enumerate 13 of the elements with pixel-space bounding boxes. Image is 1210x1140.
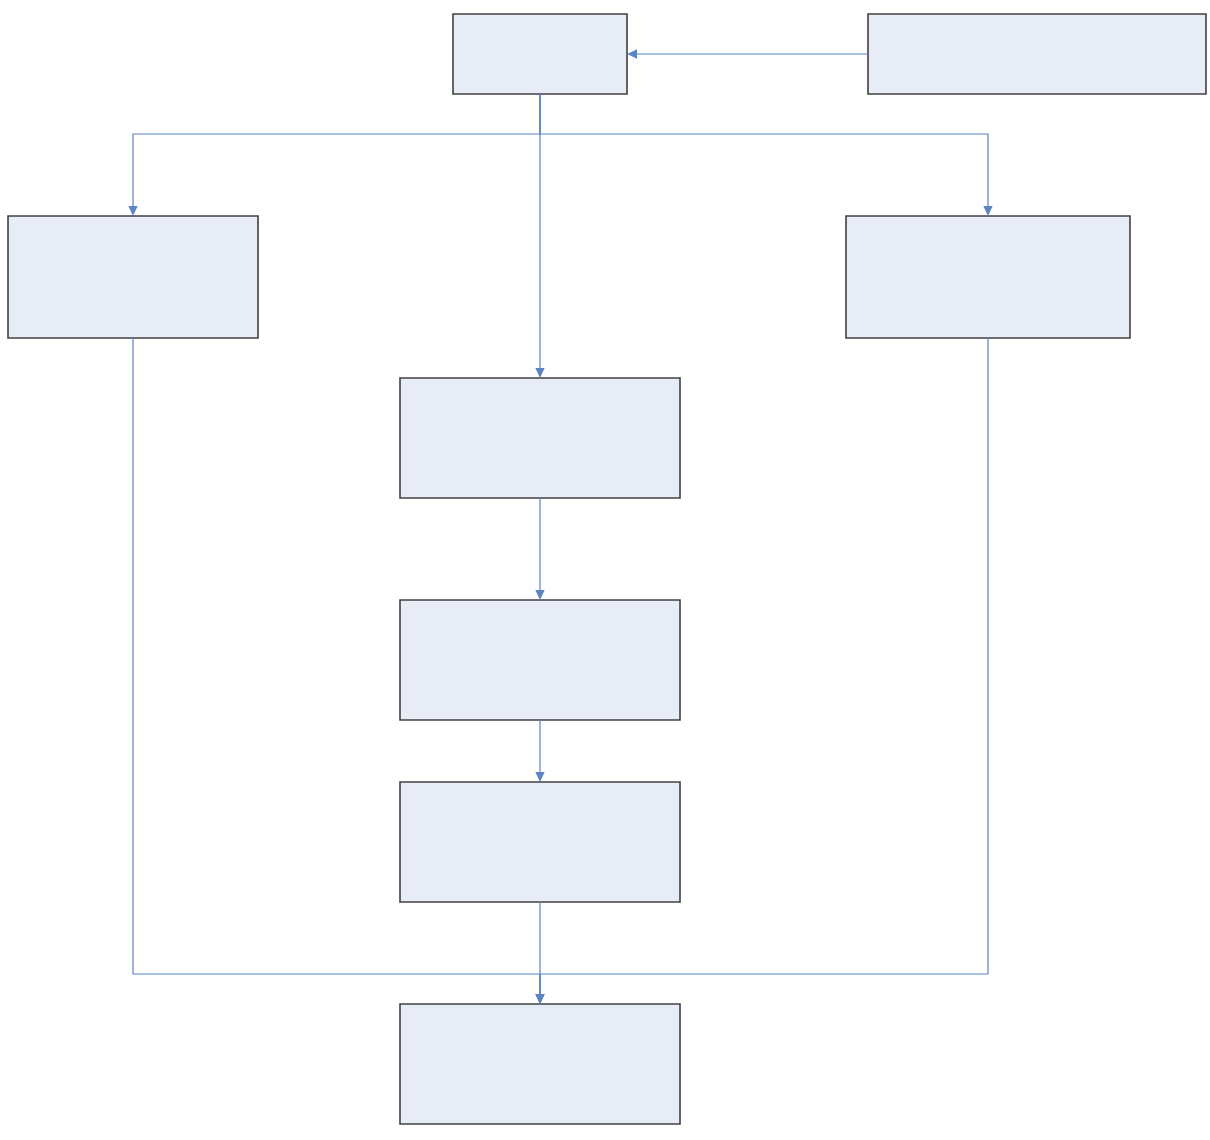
empty-box xyxy=(452,13,628,95)
arrow xyxy=(539,93,993,216)
empty-box xyxy=(845,215,1131,339)
arrow xyxy=(627,49,869,59)
empty-box xyxy=(867,13,1207,95)
arrow xyxy=(535,719,545,782)
empty-box xyxy=(7,215,259,339)
arrow xyxy=(535,497,545,600)
empty-box xyxy=(399,781,681,903)
empty-box xyxy=(399,599,681,721)
empty-box xyxy=(399,1003,681,1125)
arrow xyxy=(535,337,989,1004)
empty-box xyxy=(399,377,681,499)
